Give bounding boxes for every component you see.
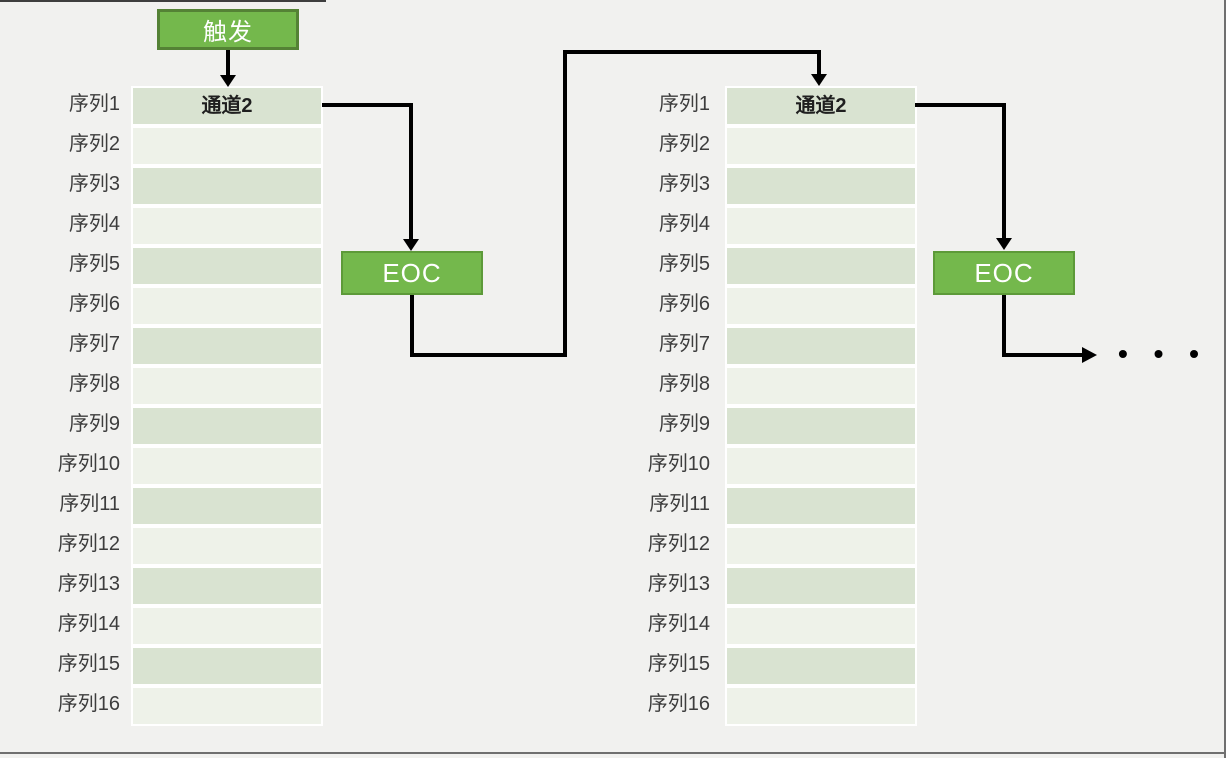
arrowhead-eoc2-to-ellipsis: [1082, 347, 1097, 363]
trigger-label: 触发: [203, 19, 253, 46]
arrowhead-eoc1-to-table2: [811, 74, 827, 86]
sequence-table-right-labels: 序列1 序列2 序列3 序列4 序列5 序列6 序列7 序列8 序列9 序列10 序列11 序列12 序…: [600, 86, 710, 726]
sequence-cell: [727, 408, 915, 444]
sequence-row-label: 序列15: [647, 653, 710, 675]
sequence-row-label: 序列2: [658, 133, 710, 155]
sequence-row-label: 序列10: [647, 453, 710, 475]
sequence-cell: [133, 168, 321, 204]
sequence-cell: [133, 488, 321, 524]
sequence-row-label: 序列6: [658, 293, 710, 315]
sequence-cell: [727, 648, 915, 684]
sequence-row-label: 序列12: [647, 533, 710, 555]
sequence-cell: 通道2: [133, 88, 321, 124]
sequence-row-label: 序列14: [57, 613, 120, 635]
sequence-cell: [727, 288, 915, 324]
sequence-row-label: 序列9: [658, 413, 710, 435]
frame-top-left-edge: [0, 0, 326, 2]
sequence-row-label: 序列11: [59, 493, 120, 515]
sequence-cell: [133, 608, 321, 644]
sequence-row-label: 序列1: [68, 93, 120, 115]
sequence-row-label: 序列14: [647, 613, 710, 635]
sequence-cell: [727, 448, 915, 484]
arrowhead-table1-to-eoc1: [403, 239, 419, 251]
arrowhead-table2-to-eoc2: [996, 238, 1012, 250]
sequence-table-left: 通道2: [131, 86, 323, 726]
sequence-cell: [727, 528, 915, 564]
sequence-cell: [727, 128, 915, 164]
sequence-row-label: 序列10: [57, 453, 120, 475]
sequence-row-label: 序列7: [658, 333, 710, 355]
sequence-cell: [727, 608, 915, 644]
sequence-row-label: 序列7: [68, 333, 120, 355]
arrow-table2-to-eoc2: [915, 103, 1006, 239]
sequence-row-label: 序列3: [658, 173, 710, 195]
sequence-cell: [133, 568, 321, 604]
eoc-box-1: EOC: [341, 251, 483, 295]
sequence-cell: [727, 208, 915, 244]
sequence-table-left-labels: 序列1 序列2 序列3 序列4 序列5 序列6 序列7 序列8 序列9 序列10 序列11 序列12 序…: [20, 86, 120, 726]
sequence-cell: [133, 528, 321, 564]
sequence-cell: [727, 488, 915, 524]
sequence-cell: [133, 128, 321, 164]
sequence-cell: [133, 248, 321, 284]
arrow-eoc2-to-ellipsis: [1002, 295, 1083, 357]
sequence-row-label: 序列3: [68, 173, 120, 195]
sequence-cell: [133, 448, 321, 484]
sequence-cell: [133, 288, 321, 324]
sequence-row-label: 序列15: [57, 653, 120, 675]
sequence-row-label: 序列4: [658, 213, 710, 235]
eoc-label-1: EOC: [382, 257, 442, 288]
sequence-row-label: 序列11: [649, 493, 710, 515]
sequence-row-label: 序列13: [57, 573, 120, 595]
sequence-row-label: 序列9: [68, 413, 120, 435]
sequence-row-label: 序列8: [68, 373, 120, 395]
sequence-cell: [133, 648, 321, 684]
sequence-row-label: 序列16: [647, 693, 710, 715]
eoc-box-2: EOC: [933, 251, 1075, 295]
sequence-cell: 通道2: [727, 88, 915, 124]
sequence-row-label: 序列4: [68, 213, 120, 235]
sequence-cell: [727, 248, 915, 284]
eoc-label-2: EOC: [974, 257, 1034, 288]
sequence-cell: [727, 368, 915, 404]
frame-right-edge: [1224, 0, 1226, 758]
sequence-row-label: 序列8: [658, 373, 710, 395]
sequence-table-right: 通道2: [725, 86, 917, 726]
sequence-row-label: 序列16: [57, 693, 120, 715]
sequence-row-label: 序列6: [68, 293, 120, 315]
sequence-cell: [133, 368, 321, 404]
sequence-row-label: 序列12: [57, 533, 120, 555]
sequence-cell: [727, 168, 915, 204]
sequence-row-label: 序列2: [68, 133, 120, 155]
sequence-cell: [727, 688, 915, 724]
sequence-row-label: 序列5: [68, 253, 120, 275]
sequence-row-label: 序列13: [647, 573, 710, 595]
sequence-cell: [133, 208, 321, 244]
trigger-box: 触发: [157, 9, 299, 50]
sequence-cell: [727, 568, 915, 604]
continuation-ellipsis: • • •: [1118, 338, 1208, 369]
sequence-cell: [133, 688, 321, 724]
sequence-row-label: 序列1: [658, 93, 710, 115]
sequence-cell: [133, 408, 321, 444]
sequence-row-label: 序列5: [658, 253, 710, 275]
frame-bottom-edge: [0, 752, 1226, 754]
sequence-cell: [727, 328, 915, 364]
arrow-table1-to-eoc1: [322, 103, 413, 240]
sequence-cell: [133, 328, 321, 364]
